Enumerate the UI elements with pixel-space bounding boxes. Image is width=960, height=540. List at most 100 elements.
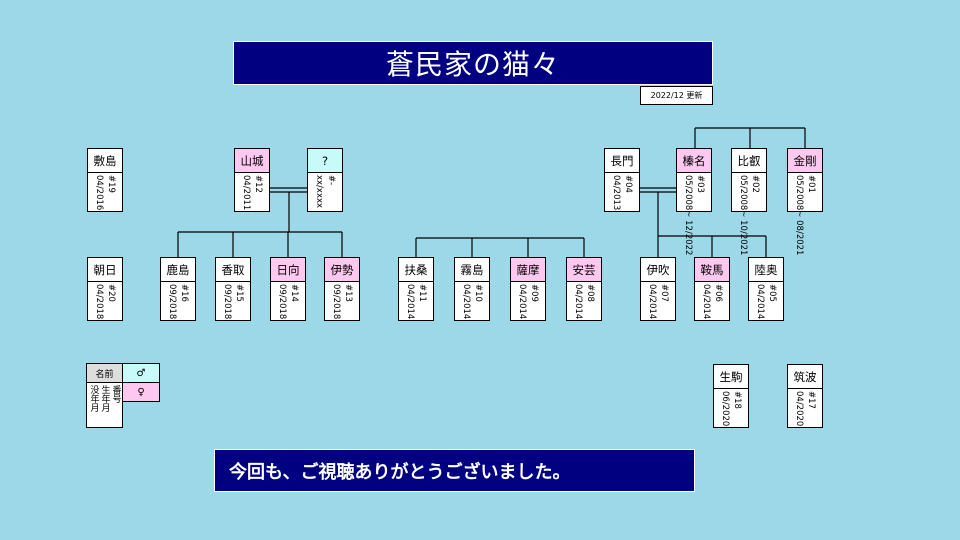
cat-number: #12	[253, 175, 263, 193]
cat-number: #17	[806, 391, 816, 409]
cat-number: #14	[289, 284, 299, 302]
cat-name: 霧島	[455, 258, 489, 282]
cat-name: 香取	[216, 258, 250, 282]
cat-dates: xx/xxxx	[314, 175, 324, 209]
cat-dates: 04/2011	[241, 175, 251, 211]
legend-info: 番号 生年月 没年月	[86, 382, 123, 428]
cat-name: 安芸	[567, 258, 601, 282]
cat-name: 陸奥	[749, 258, 783, 282]
legend-female-swatch: ♀	[122, 382, 160, 402]
cat-name: 筑波	[788, 365, 822, 389]
cat-name: 伊勢	[325, 258, 359, 282]
legend-death-label: 没年月	[88, 385, 99, 412]
cat-name: 比叡	[732, 149, 766, 173]
cat-dates: 09/2018	[331, 284, 341, 320]
cat-dates: 04/2014	[647, 284, 657, 320]
cat-dates: 05/2008~ 12/2022	[683, 175, 693, 256]
legend: 名前 番号 生年月 没年月 ♂ ♀	[86, 363, 161, 428]
cat-info: #-xx/xxxx	[308, 173, 342, 214]
cat-dates: 04/2014	[405, 284, 415, 320]
cat-name: 鹿島	[161, 258, 195, 282]
cat-number: #03	[695, 175, 705, 193]
cat-number: #10	[473, 284, 483, 302]
cat-name: 山城	[235, 149, 269, 173]
update-date-label: 2022/12 更新	[640, 86, 713, 105]
cat-number: #01	[806, 175, 816, 193]
cat-number: #19	[106, 175, 116, 193]
cat-dates: 06/2020	[720, 391, 730, 427]
cat-number: #13	[343, 284, 353, 302]
cat-dates: 04/2014	[755, 284, 765, 320]
cat-number: #02	[750, 175, 760, 193]
cat-name: 鞍馬	[695, 258, 729, 282]
cat-name: 榛名	[677, 149, 711, 173]
legend-number-label: 番号	[110, 385, 121, 403]
cat-name: 敷島	[88, 149, 122, 173]
cat-dates: 09/2018	[277, 284, 287, 320]
cat-number: #20	[106, 284, 116, 302]
cat-dates: 04/2014	[517, 284, 527, 320]
cat-dates: 04/2016	[94, 175, 104, 211]
cat-name: 薩摩	[511, 258, 545, 282]
cat-name: 朝日	[88, 258, 122, 282]
cat-dates: 05/2008~ 08/2021	[794, 175, 804, 256]
cat-name: 伊吹	[641, 258, 675, 282]
closing-message: 今回も、ご視聴ありがとうございました。	[214, 449, 695, 492]
cat-name: 日向	[271, 258, 305, 282]
cat-dates: 04/2020	[794, 391, 804, 427]
cat-number: #08	[585, 284, 595, 302]
cat-dates: 04/2014	[701, 284, 711, 320]
cat-dates: 04/2018	[94, 284, 104, 320]
cat-name: 扶桑	[399, 258, 433, 282]
cat-name: 生駒	[714, 365, 748, 389]
legend-name-label: 名前	[86, 363, 123, 383]
cat-number: #04	[623, 175, 633, 193]
cat-card-unknown: ?#-xx/xxxx	[307, 148, 343, 212]
cat-name: ?	[308, 149, 342, 173]
cat-name: 金剛	[788, 149, 822, 173]
cat-dates: 04/2013	[611, 175, 621, 211]
cat-dates: 09/2018	[167, 284, 177, 320]
cat-number: #18	[732, 391, 742, 409]
cat-name: 長門	[605, 149, 639, 173]
cat-dates: 04/2014	[573, 284, 583, 320]
cat-number: #05	[767, 284, 777, 302]
legend-birth-label: 生年月	[99, 385, 110, 412]
legend-male-swatch: ♂	[122, 363, 160, 383]
cat-number: #11	[417, 284, 427, 302]
cat-number: #-	[326, 175, 336, 186]
